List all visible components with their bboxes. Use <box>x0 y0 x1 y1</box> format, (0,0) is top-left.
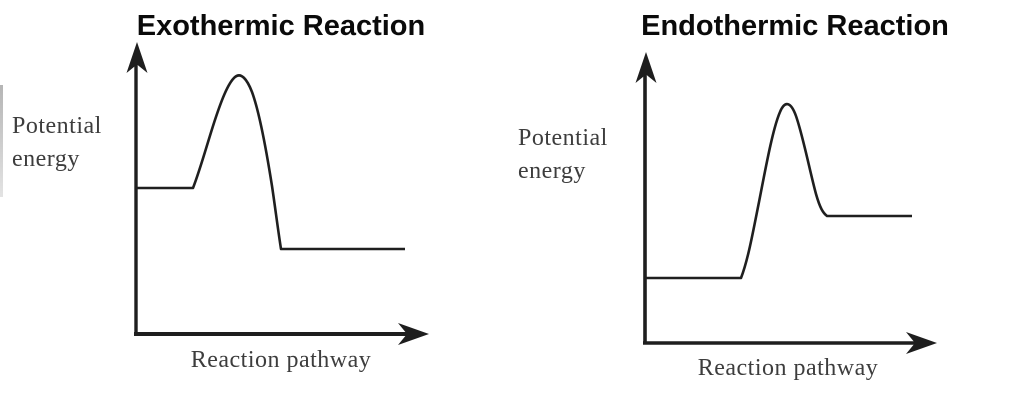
exothermic-title: Exothermic Reaction <box>136 10 426 42</box>
endothermic-title: Endothermic Reaction <box>641 10 949 42</box>
endothermic-y-axis-label-line1: Potential <box>518 125 608 151</box>
exothermic-y-axis-label-line1: Potential <box>12 113 102 139</box>
endothermic-y-axis-arrowhead-icon <box>635 52 657 83</box>
exothermic-y-axis-arrowhead-icon <box>126 42 148 73</box>
endothermic-diagram <box>635 52 937 354</box>
exothermic-diagram <box>126 42 429 345</box>
endothermic-x-axis-label: Reaction pathway <box>697 355 879 381</box>
exothermic-y-axis-label: Potential energy <box>12 110 142 176</box>
endothermic-y-axis-label: Potential energy <box>518 122 648 188</box>
endothermic-energy-curve <box>645 102 912 280</box>
exothermic-y-axis-label-line2: energy <box>12 146 80 172</box>
left-edge-scan-artifact <box>0 85 3 197</box>
exothermic-x-axis-label: Reaction pathway <box>190 347 372 373</box>
exothermic-x-axis-arrowhead-icon <box>398 323 429 345</box>
endothermic-y-axis-label-line2: energy <box>518 158 586 184</box>
exothermic-energy-curve <box>136 74 405 251</box>
endothermic-x-axis-arrowhead-icon <box>906 332 937 354</box>
